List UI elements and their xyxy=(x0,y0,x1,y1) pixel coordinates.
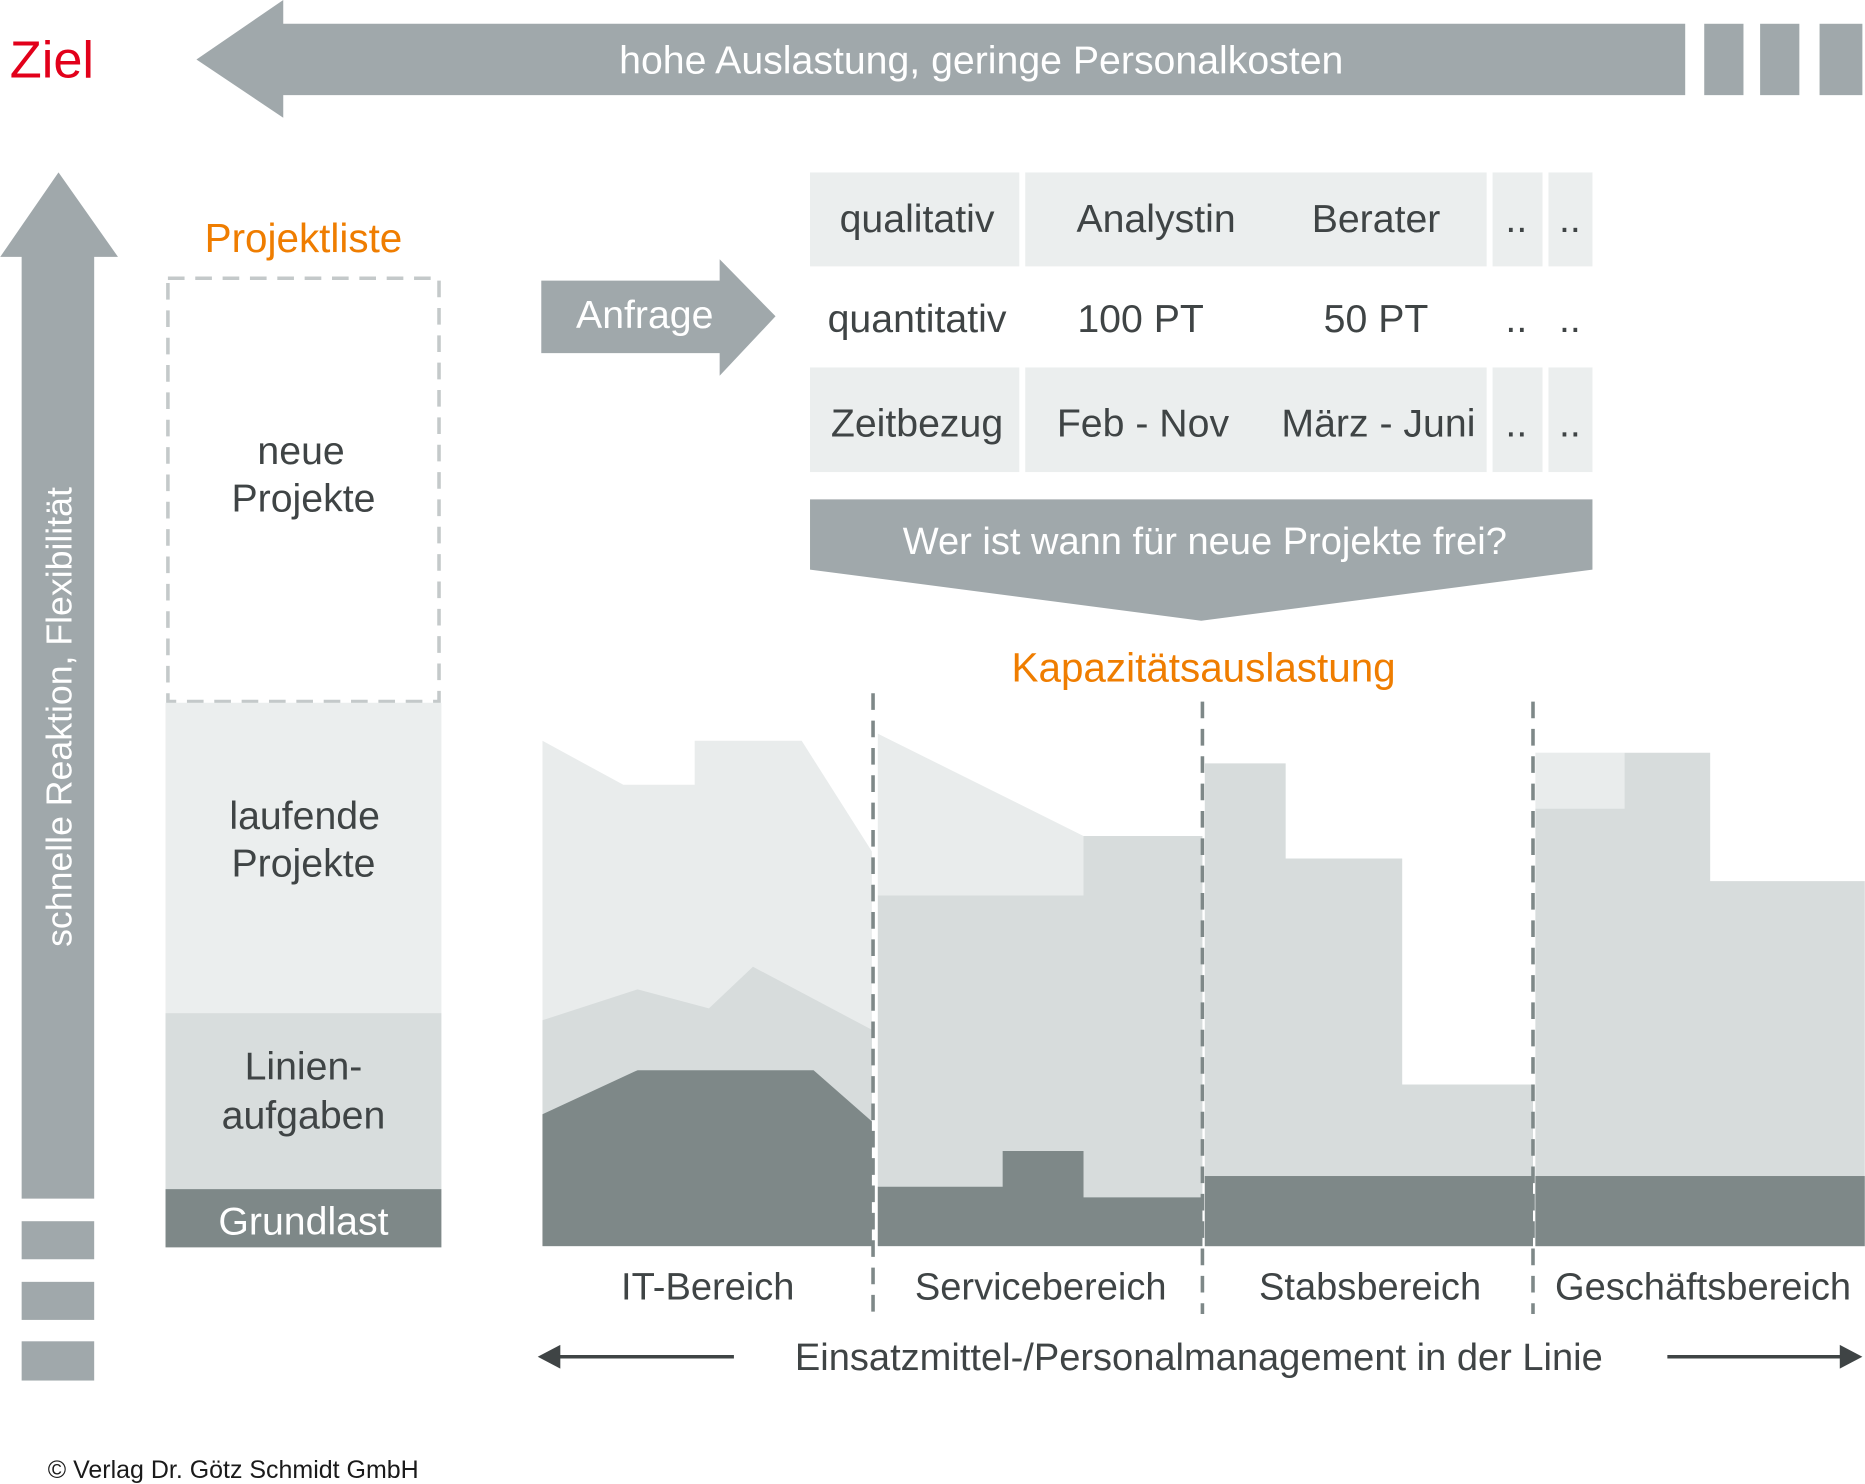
service-base-area xyxy=(877,1151,1203,1247)
table-row-quantitative: quantitativ 100 PT 50 PT .. .. xyxy=(828,297,1581,341)
table-cell: qualitativ xyxy=(840,197,995,241)
side-arrow: schnelle Reaktion, Flexibilität xyxy=(0,172,118,1381)
running-projects-line2: Projekte xyxy=(231,841,375,885)
service-new-projects-area xyxy=(877,733,1084,896)
table-cell: 100 PT xyxy=(1077,297,1204,341)
copyright: © Verlag Dr. Götz Schmidt GmbH xyxy=(48,1456,419,1484)
department-label: IT-Bereich xyxy=(621,1267,794,1309)
bottom-axis: Einsatzmittel-/Personalmanagement in der… xyxy=(537,1337,1863,1379)
table-cell: März - Juni xyxy=(1281,401,1475,445)
table-cell: .. xyxy=(1505,197,1527,241)
table-cell: .. xyxy=(1505,297,1527,341)
table-cell: .. xyxy=(1505,401,1527,445)
arrow-left-icon xyxy=(537,1344,561,1369)
staff-running-area xyxy=(1204,763,1533,1247)
table-row-time: Zeitbezug Feb - Nov März - Juni .. .. xyxy=(810,367,1593,473)
top-arrow: hohe Auslastung, geringe Personalkosten xyxy=(196,0,1863,118)
request-label: Anfrage xyxy=(576,293,713,337)
arrow-tail-block xyxy=(21,1281,95,1320)
running-projects-box xyxy=(165,702,442,1014)
table-cell: 50 PT xyxy=(1324,297,1429,341)
new-projects-line1: neue xyxy=(257,429,344,473)
department-label: Servicebereich xyxy=(915,1267,1167,1309)
table-cell: .. xyxy=(1559,197,1581,241)
request-table: qualitativ Analystin Berater .. .. quant… xyxy=(810,172,1593,473)
question-banner: Wer ist wann für neue Projekte frei? xyxy=(810,499,1593,621)
arrow-tail-block xyxy=(1704,23,1744,96)
service-running-area xyxy=(877,835,1203,1247)
department-label: Stabsbereich xyxy=(1259,1267,1481,1309)
business-running-area xyxy=(1535,752,1865,1247)
table-cell: .. xyxy=(1559,297,1581,341)
running-projects-line1: laufende xyxy=(229,794,380,838)
staff-base-area xyxy=(1204,1176,1533,1247)
project-list-title: Projektliste xyxy=(205,215,403,261)
table-cell: Zeitbezug xyxy=(831,401,1003,445)
arrow-right-icon xyxy=(1839,1344,1863,1369)
bottom-axis-label: Einsatzmittel-/Personalmanagement in der… xyxy=(795,1337,1603,1379)
department-labels: IT-Bereich Servicebereich Stabsbereich G… xyxy=(621,1267,1851,1309)
it-base-area xyxy=(542,1070,872,1247)
business-base-area xyxy=(1535,1176,1865,1247)
line-tasks-line1: Linien- xyxy=(245,1045,363,1089)
table-cell: .. xyxy=(1559,401,1581,445)
line-tasks-line2: aufgaben xyxy=(222,1093,386,1137)
arrow-tail-block xyxy=(1819,23,1863,96)
question-text: Wer ist wann für neue Projekte frei? xyxy=(903,521,1507,563)
arrow-tail-block xyxy=(21,1221,95,1260)
arrow-tail-block xyxy=(1760,23,1800,96)
new-projects-box xyxy=(166,276,441,704)
business-new-projects-area xyxy=(1535,752,1625,809)
department-label: Geschäftsbereich xyxy=(1555,1267,1851,1309)
top-arrow-text: hohe Auslastung, geringe Personalkosten xyxy=(619,39,1343,83)
capacity-title: Kapazitätsauslastung xyxy=(1012,644,1396,690)
side-arrow-text: schnelle Reaktion, Flexibilität xyxy=(40,487,80,947)
request-arrow: Anfrage xyxy=(541,259,776,376)
project-list: Projektliste neue Projekte laufende Proj… xyxy=(165,215,442,1248)
table-row-qualitative: qualitativ Analystin Berater .. .. xyxy=(810,172,1593,267)
base-load-label: Grundlast xyxy=(218,1199,388,1243)
new-projects-line2: Projekte xyxy=(231,476,375,520)
table-cell: quantitativ xyxy=(828,297,1007,341)
goal-label: Ziel xyxy=(10,31,94,89)
table-cell: Feb - Nov xyxy=(1057,401,1230,445)
base-load-box xyxy=(165,1189,442,1248)
table-cell: Analystin xyxy=(1076,197,1235,241)
table-cell: Berater xyxy=(1312,197,1441,241)
capacity-chart xyxy=(542,693,1865,1314)
arrow-tail-block xyxy=(21,1341,95,1381)
line-tasks-box xyxy=(165,1013,442,1190)
